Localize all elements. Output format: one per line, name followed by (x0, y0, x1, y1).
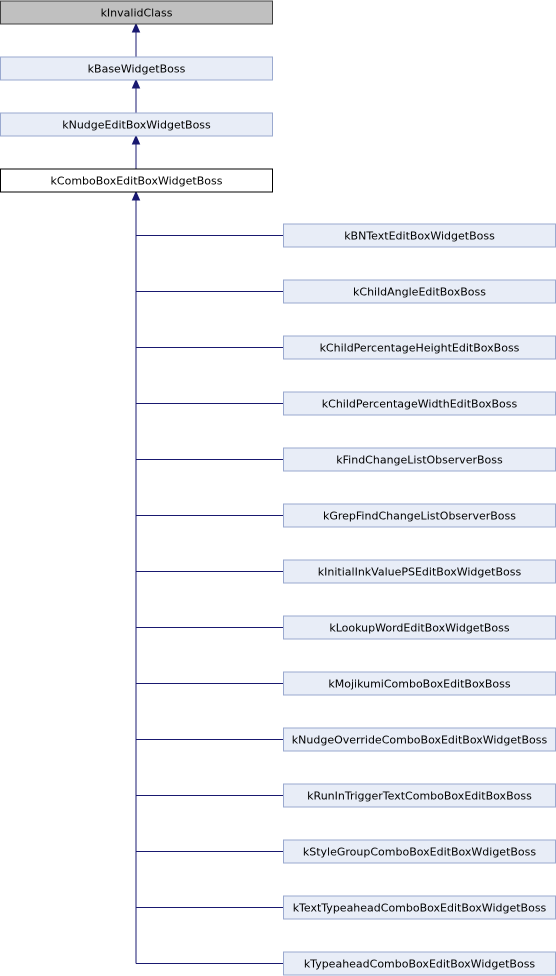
child-node-4-label: kFindChangeListObserverBoss (336, 454, 503, 467)
child-node-1[interactable]: kChildAngleEditBoxBoss (283, 279, 556, 304)
ancestor-node-2-rect (0, 112, 273, 137)
child-node-7[interactable]: kLookupWordEditBoxWidgetBoss (283, 615, 556, 640)
child-node-8-label: kMojikumiComboBoxEditBoxBoss (328, 678, 511, 691)
ancestor-node-1-rect (0, 56, 273, 81)
ancestor-node-2[interactable]: kNudgeEditBoxWidgetBoss (0, 112, 273, 137)
ancestor-arrow-1 (131, 22, 141, 33)
ancestor-node-1[interactable]: kBaseWidgetBoss (0, 56, 273, 81)
child-node-3-label: kChildPercentageWidthEditBoxBoss (322, 398, 518, 411)
child-node-7-label: kLookupWordEditBoxWidgetBoss (329, 622, 510, 635)
ancestor-node-3-rect (0, 168, 273, 193)
child-node-1-label: kChildAngleEditBoxBoss (353, 286, 486, 299)
ancestor-node-2-label: kNudgeEditBoxWidgetBoss (62, 119, 211, 132)
child-node-10[interactable]: kRunInTriggerTextComboBoxEditBoxBoss (283, 783, 556, 808)
child-node-8[interactable]: kMojikumiComboBoxEditBoxBoss (283, 671, 556, 696)
child-node-11[interactable]: kStyleGroupComboBoxEditBoxWdigetBoss (283, 839, 556, 864)
edges-layer (131, 22, 284, 964)
child-node-11-label: kStyleGroupComboBoxEditBoxWdigetBoss (303, 846, 537, 859)
child-node-5-label: kGrepFindChangeListObserverBoss (323, 510, 516, 523)
child-node-13[interactable]: kTypeaheadComboBoxEditBoxWidgetBoss (283, 951, 556, 976)
child-node-12[interactable]: kTextTypeaheadComboBoxEditBoxWidgetBoss (283, 895, 556, 920)
child-node-12-label: kTextTypeaheadComboBoxEditBoxWidgetBoss (293, 902, 547, 915)
ancestor-node-3[interactable]: kComboBoxEditBoxWidgetBoss (0, 168, 273, 193)
ancestor-node-0[interactable]: kInvalidClass (0, 0, 273, 25)
ancestor-node-3-label: kComboBoxEditBoxWidgetBoss (51, 175, 223, 188)
child-node-2-label: kChildPercentageHeightEditBoxBoss (320, 342, 520, 355)
child-node-6-label: kInitialInkValuePSEditBoxWidgetBoss (318, 566, 522, 579)
children-trunk-arrow (131, 190, 141, 201)
child-node-0[interactable]: kBNTextEditBoxWidgetBoss (283, 223, 556, 248)
child-node-10-label: kRunInTriggerTextComboBoxEditBoxBoss (307, 790, 532, 803)
child-node-2[interactable]: kChildPercentageHeightEditBoxBoss (283, 335, 556, 360)
ancestor-node-0-rect (0, 0, 273, 25)
child-node-0-label: kBNTextEditBoxWidgetBoss (344, 230, 495, 243)
child-node-9-label: kNudgeOverrideComboBoxEditBoxWidgetBoss (292, 734, 548, 747)
ancestor-node-1-label: kBaseWidgetBoss (88, 63, 186, 76)
child-node-13-label: kTypeaheadComboBoxEditBoxWidgetBoss (304, 958, 536, 971)
ancestor-node-0-label: kInvalidClass (101, 7, 173, 20)
ancestor-arrow-2 (131, 78, 141, 89)
ancestor-arrow-3 (131, 134, 141, 145)
child-node-3[interactable]: kChildPercentageWidthEditBoxBoss (283, 391, 556, 416)
child-node-6[interactable]: kInitialInkValuePSEditBoxWidgetBoss (283, 559, 556, 584)
child-node-5[interactable]: kGrepFindChangeListObserverBoss (283, 503, 556, 528)
child-node-4[interactable]: kFindChangeListObserverBoss (283, 447, 556, 472)
child-node-9[interactable]: kNudgeOverrideComboBoxEditBoxWidgetBoss (283, 727, 556, 752)
